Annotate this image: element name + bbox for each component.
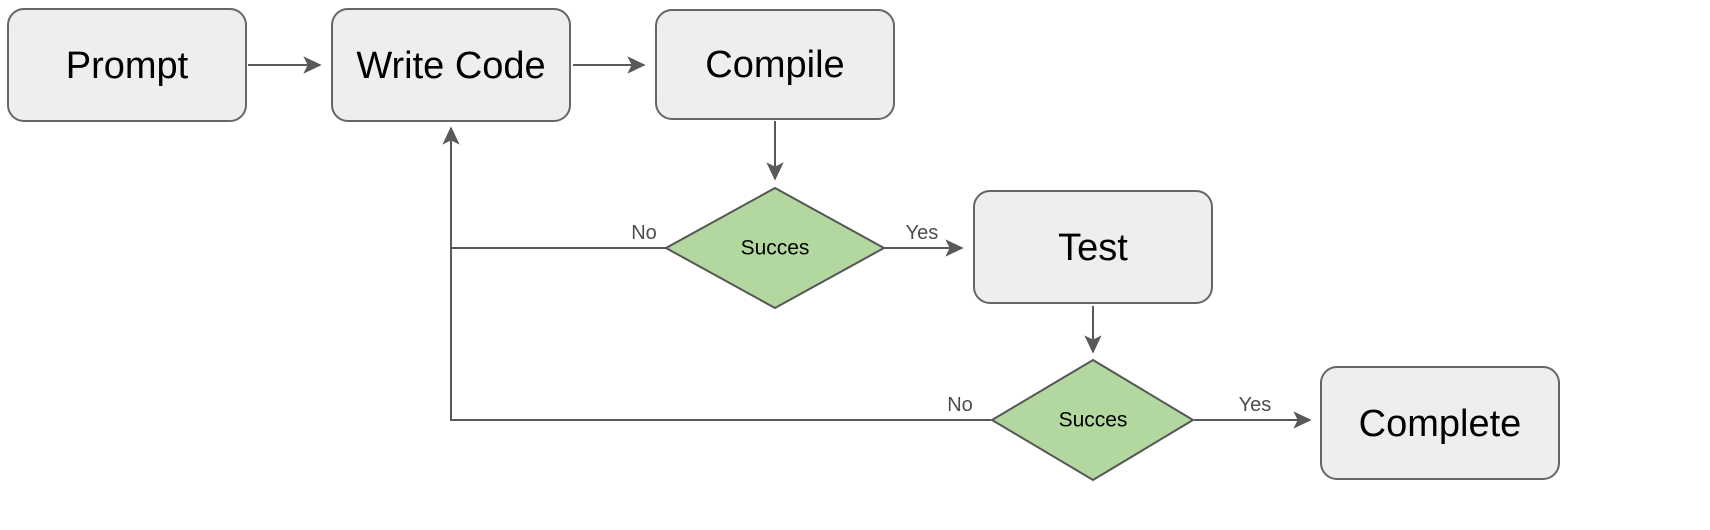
node-label-succes-2: Succes bbox=[1059, 409, 1128, 432]
node-label-compile: Compile bbox=[705, 44, 844, 86]
edge-succes-1-no-to-write-code: No bbox=[442, 126, 667, 249]
node-succes-1[interactable]: Succes bbox=[663, 186, 887, 310]
node-compile[interactable]: Compile bbox=[655, 9, 895, 120]
node-succes-2[interactable]: Succes bbox=[990, 358, 1195, 482]
node-shape bbox=[7, 8, 247, 122]
edge-line bbox=[450, 128, 991, 421]
node-shape bbox=[663, 186, 887, 310]
node-shape bbox=[973, 190, 1213, 304]
edge-succes-2-no-to-write-code: No bbox=[450, 128, 991, 421]
edge-layer: Test --> Yes back to Write Code (left th… bbox=[248, 56, 1312, 429]
edge-label-no-compile: No bbox=[631, 222, 657, 244]
node-label-write-code: Write Code bbox=[356, 45, 545, 87]
edge-label-yes-compile: Yes bbox=[906, 222, 939, 244]
node-prompt[interactable]: Prompt bbox=[7, 8, 247, 122]
node-shape bbox=[990, 358, 1195, 482]
edge-succes-1-yes-to-test: Yes bbox=[884, 222, 964, 257]
node-shape bbox=[655, 9, 895, 120]
node-label-succes-1: Succes bbox=[741, 237, 810, 260]
edge-succes-2-yes-to-complete: Yes bbox=[1194, 394, 1312, 429]
node-layer: Prompt Write Code Compile Succes Test bbox=[7, 8, 1560, 482]
edge-label-yes-test: Yes bbox=[1239, 394, 1272, 416]
node-shape bbox=[1320, 366, 1560, 480]
node-test[interactable]: Test bbox=[973, 190, 1213, 304]
node-shape bbox=[331, 8, 571, 122]
node-complete[interactable]: Complete bbox=[1320, 366, 1560, 480]
node-write-code[interactable]: Write Code bbox=[331, 8, 571, 122]
node-label-prompt: Prompt bbox=[66, 45, 189, 87]
node-label-test: Test bbox=[1058, 227, 1128, 269]
edge-label-no-test: No bbox=[947, 394, 973, 416]
node-label-complete: Complete bbox=[1359, 403, 1522, 445]
